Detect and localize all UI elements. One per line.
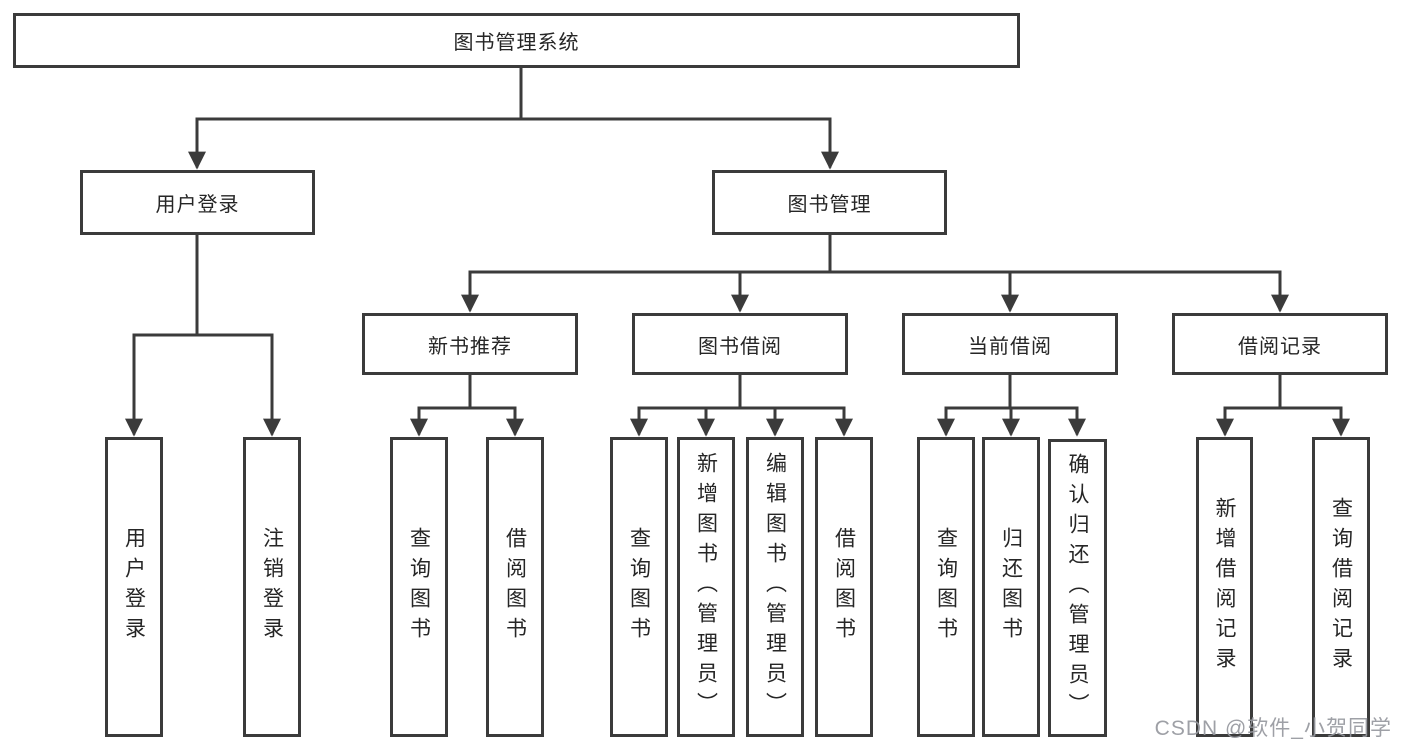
leaf-query-books-borrowing: 查询图书	[610, 437, 668, 737]
node-user-login: 用户登录	[80, 170, 315, 235]
leaf-query-books-current: 查询图书	[917, 437, 975, 737]
leaf-edit-book-admin: 编辑图书（管理员）	[746, 437, 804, 737]
leaf-add-book-admin: 新增图书（管理员）	[677, 437, 735, 737]
leaf-confirm-return-admin: 确认归还（管理员）	[1048, 439, 1107, 737]
node-library-system: 图书管理系统	[13, 13, 1020, 68]
leaf-user-login: 用户登录	[105, 437, 163, 737]
leaf-query-books-recommend: 查询图书	[390, 437, 448, 737]
node-new-book-recommend: 新书推荐	[362, 313, 578, 375]
leaf-logout: 注销登录	[243, 437, 301, 737]
leaf-return-book: 归还图书	[982, 437, 1040, 737]
leaf-add-borrow-record: 新增借阅记录	[1196, 437, 1253, 737]
node-book-management: 图书管理	[712, 170, 947, 235]
leaf-borrow-books-borrowing: 借阅图书	[815, 437, 873, 737]
node-borrow-records: 借阅记录	[1172, 313, 1388, 375]
leaf-query-borrow-record: 查询借阅记录	[1312, 437, 1370, 737]
leaf-borrow-books-recommend: 借阅图书	[486, 437, 544, 737]
node-current-borrowing: 当前借阅	[902, 313, 1118, 375]
csdn-watermark: CSDN @软件_小贺同学	[1154, 717, 1392, 740]
node-book-borrowing: 图书借阅	[632, 313, 848, 375]
